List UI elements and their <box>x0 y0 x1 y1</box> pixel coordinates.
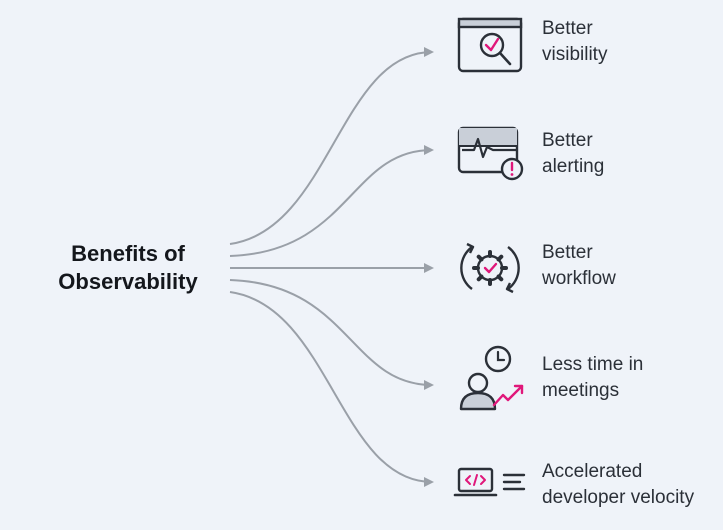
arrow-to-visibility <box>229 47 434 245</box>
benefit-label-line-2: visibility <box>542 44 608 65</box>
gear-cycle-check-icon <box>450 227 530 307</box>
benefit-label-meetings: Less time in meetings <box>542 352 643 404</box>
benefit-label-line-1: Better <box>542 18 593 39</box>
benefit-label-visibility: Better visibility <box>542 16 607 68</box>
benefit-label-alerting: Better alerting <box>542 128 604 180</box>
title-line-2: Observability <box>58 269 198 294</box>
benefit-label-line-1: Better <box>542 242 593 263</box>
laptop-code-icon <box>450 445 530 525</box>
benefit-label-line-1: Less time in <box>542 354 644 375</box>
benefit-label-line-2: workflow <box>542 268 616 289</box>
benefit-label-line-2: meetings <box>542 380 620 401</box>
monitor-pulse-alert-icon <box>450 117 530 197</box>
arrow-to-meetings <box>229 279 434 390</box>
title-line-1: Benefits of <box>71 241 185 266</box>
benefit-label-line-2: developer velocity <box>542 487 695 508</box>
arrow-to-alerting <box>229 145 434 257</box>
benefit-label-line-2: alerting <box>542 156 605 177</box>
person-clock-trend-icon <box>450 343 530 423</box>
benefit-label-velocity: Accelerated developer velocity <box>542 459 694 511</box>
benefit-label-workflow: Better workflow <box>542 240 616 292</box>
benefit-label-line-1: Better <box>542 130 593 151</box>
arrow-to-velocity <box>229 291 434 487</box>
benefit-label-line-1: Accelerated <box>542 461 643 482</box>
dashboard-magnifier-check-icon <box>450 8 530 88</box>
diagram-title: Benefits of Observability <box>40 240 216 296</box>
